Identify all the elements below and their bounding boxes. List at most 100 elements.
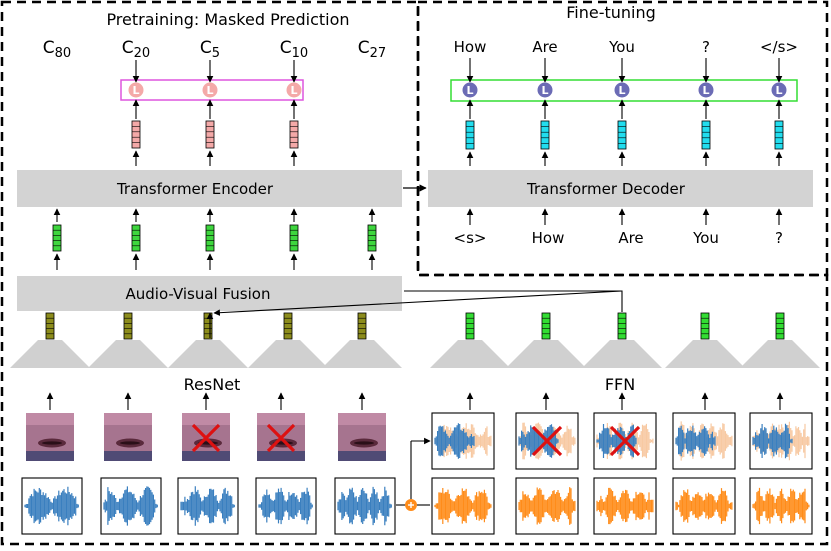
face-shadow	[26, 451, 74, 461]
noise-audio-waveform	[518, 487, 576, 525]
encoder-output-feature	[289, 120, 299, 149]
mask-cross-stroke	[531, 425, 563, 457]
add-noise-icon	[405, 499, 417, 511]
feature-vector-body	[205, 224, 215, 252]
audio-visual-fusion-block	[17, 276, 402, 311]
output-token: Are	[532, 38, 557, 56]
face-crop-image	[257, 413, 305, 461]
feature-vector-body	[289, 120, 299, 149]
feature-vector-body	[617, 120, 627, 150]
waveform-trace	[675, 425, 716, 457]
audio-feature	[700, 312, 710, 340]
feature-vector-body	[205, 120, 215, 149]
resnet-extractor-trapezoid	[10, 340, 90, 368]
feature-vector-body	[617, 312, 627, 340]
loss-symbol: L	[466, 84, 473, 97]
face-highlight	[26, 413, 74, 425]
mask-cross-stroke	[191, 423, 221, 453]
feature-vector-body	[131, 224, 141, 252]
loss-circle-icon: L	[462, 82, 478, 98]
face-shadow	[182, 451, 230, 461]
mixed-audio-speech-trace	[675, 425, 716, 457]
decoder-output-feature	[774, 120, 784, 150]
decoder-output-feature	[540, 120, 550, 150]
mask-cross-icon	[266, 423, 296, 453]
encoder-input-feature	[367, 224, 377, 252]
resnet-extractor-trapezoid	[322, 340, 402, 368]
face-mouth	[354, 441, 374, 445]
waveform-trace	[434, 423, 475, 459]
face-crop-image	[338, 413, 386, 461]
visual-feature	[203, 312, 213, 340]
resnet-label: ResNet	[184, 375, 241, 394]
transformer-decoder-block	[428, 170, 813, 207]
ffn-extractor-trapezoid	[665, 340, 745, 368]
face-crop-image	[26, 413, 74, 461]
feature-vector-body	[774, 120, 784, 150]
visual-feature	[45, 312, 55, 340]
clean-audio-waveform	[258, 487, 313, 525]
visual-feature	[357, 312, 367, 340]
waveform-trace	[596, 487, 654, 525]
waveform-trace	[518, 487, 576, 525]
mask-cross-icon	[609, 425, 641, 457]
target-label-c5: C5	[200, 38, 220, 61]
input-token: ?	[775, 229, 783, 247]
mask-cross-stroke	[609, 425, 641, 457]
feature-vector-body	[541, 312, 551, 340]
loss-circle-icon: L	[537, 82, 553, 98]
feature-vector-body	[465, 312, 475, 340]
loss-circle-icon: L	[614, 82, 630, 98]
face-highlight	[257, 413, 305, 425]
face-mouth	[42, 441, 62, 445]
loss-circle-icon	[462, 82, 478, 98]
finetuning-inputs: <s> How Are You ?	[454, 229, 783, 247]
target-label-c20: C20	[122, 38, 150, 61]
audio-feature	[617, 312, 627, 340]
feature-vector-body	[367, 224, 377, 252]
pretraining-targets: C80 C20 C5 C10 C27	[43, 38, 386, 61]
decoder-output-feature	[465, 120, 475, 150]
feature-vector-body	[700, 312, 710, 340]
face-crop-image	[104, 413, 152, 461]
encoder-output-feature	[205, 120, 215, 149]
clean-audio-waveform	[103, 486, 158, 526]
feature-vector-body	[465, 120, 475, 150]
input-token: You	[692, 229, 719, 247]
pretraining-title: Pretraining: Masked Prediction	[106, 10, 349, 29]
clean-audio-waveform	[337, 486, 392, 526]
encoder-input-feature	[289, 224, 299, 252]
target-label-c27: C27	[358, 38, 386, 61]
ffn-extractor-trapezoid	[506, 340, 586, 368]
input-token: How	[532, 229, 565, 247]
face-shadow	[104, 451, 152, 461]
feature-vector-body	[131, 120, 141, 149]
decoder-output-feature	[701, 120, 711, 150]
clean-audio-waveform	[180, 486, 235, 526]
input-token: <s>	[454, 229, 487, 247]
face-highlight	[338, 413, 386, 425]
mixed-audio-speech-trace	[434, 423, 475, 459]
audio-feature	[775, 312, 785, 340]
resnet-extractor-trapezoid	[248, 340, 328, 368]
encoder-output-feature	[131, 120, 141, 149]
feature-vector-body	[203, 312, 213, 340]
loss-circle-icon	[698, 82, 714, 98]
ffn-extractor-trapezoid	[740, 340, 820, 368]
face-shadow	[338, 451, 386, 461]
noise-audio-waveform	[434, 488, 492, 524]
face-mouth	[120, 441, 140, 445]
finetuning-region-border	[416, 0, 829, 277]
loss-circle-icon	[202, 82, 218, 98]
feature-vector-body	[540, 120, 550, 150]
waveform-trace	[434, 488, 492, 524]
transformer-encoder-label: Transformer Encoder	[116, 180, 274, 198]
encoder-input-feature	[131, 224, 141, 252]
loss-circle-icon	[614, 82, 630, 98]
target-label-c10: C10	[280, 38, 308, 61]
finetuning-title: Fine-tuning	[566, 3, 656, 22]
face-highlight	[182, 413, 230, 425]
loss-symbol: L	[206, 84, 213, 97]
waveform-trace	[258, 487, 313, 525]
